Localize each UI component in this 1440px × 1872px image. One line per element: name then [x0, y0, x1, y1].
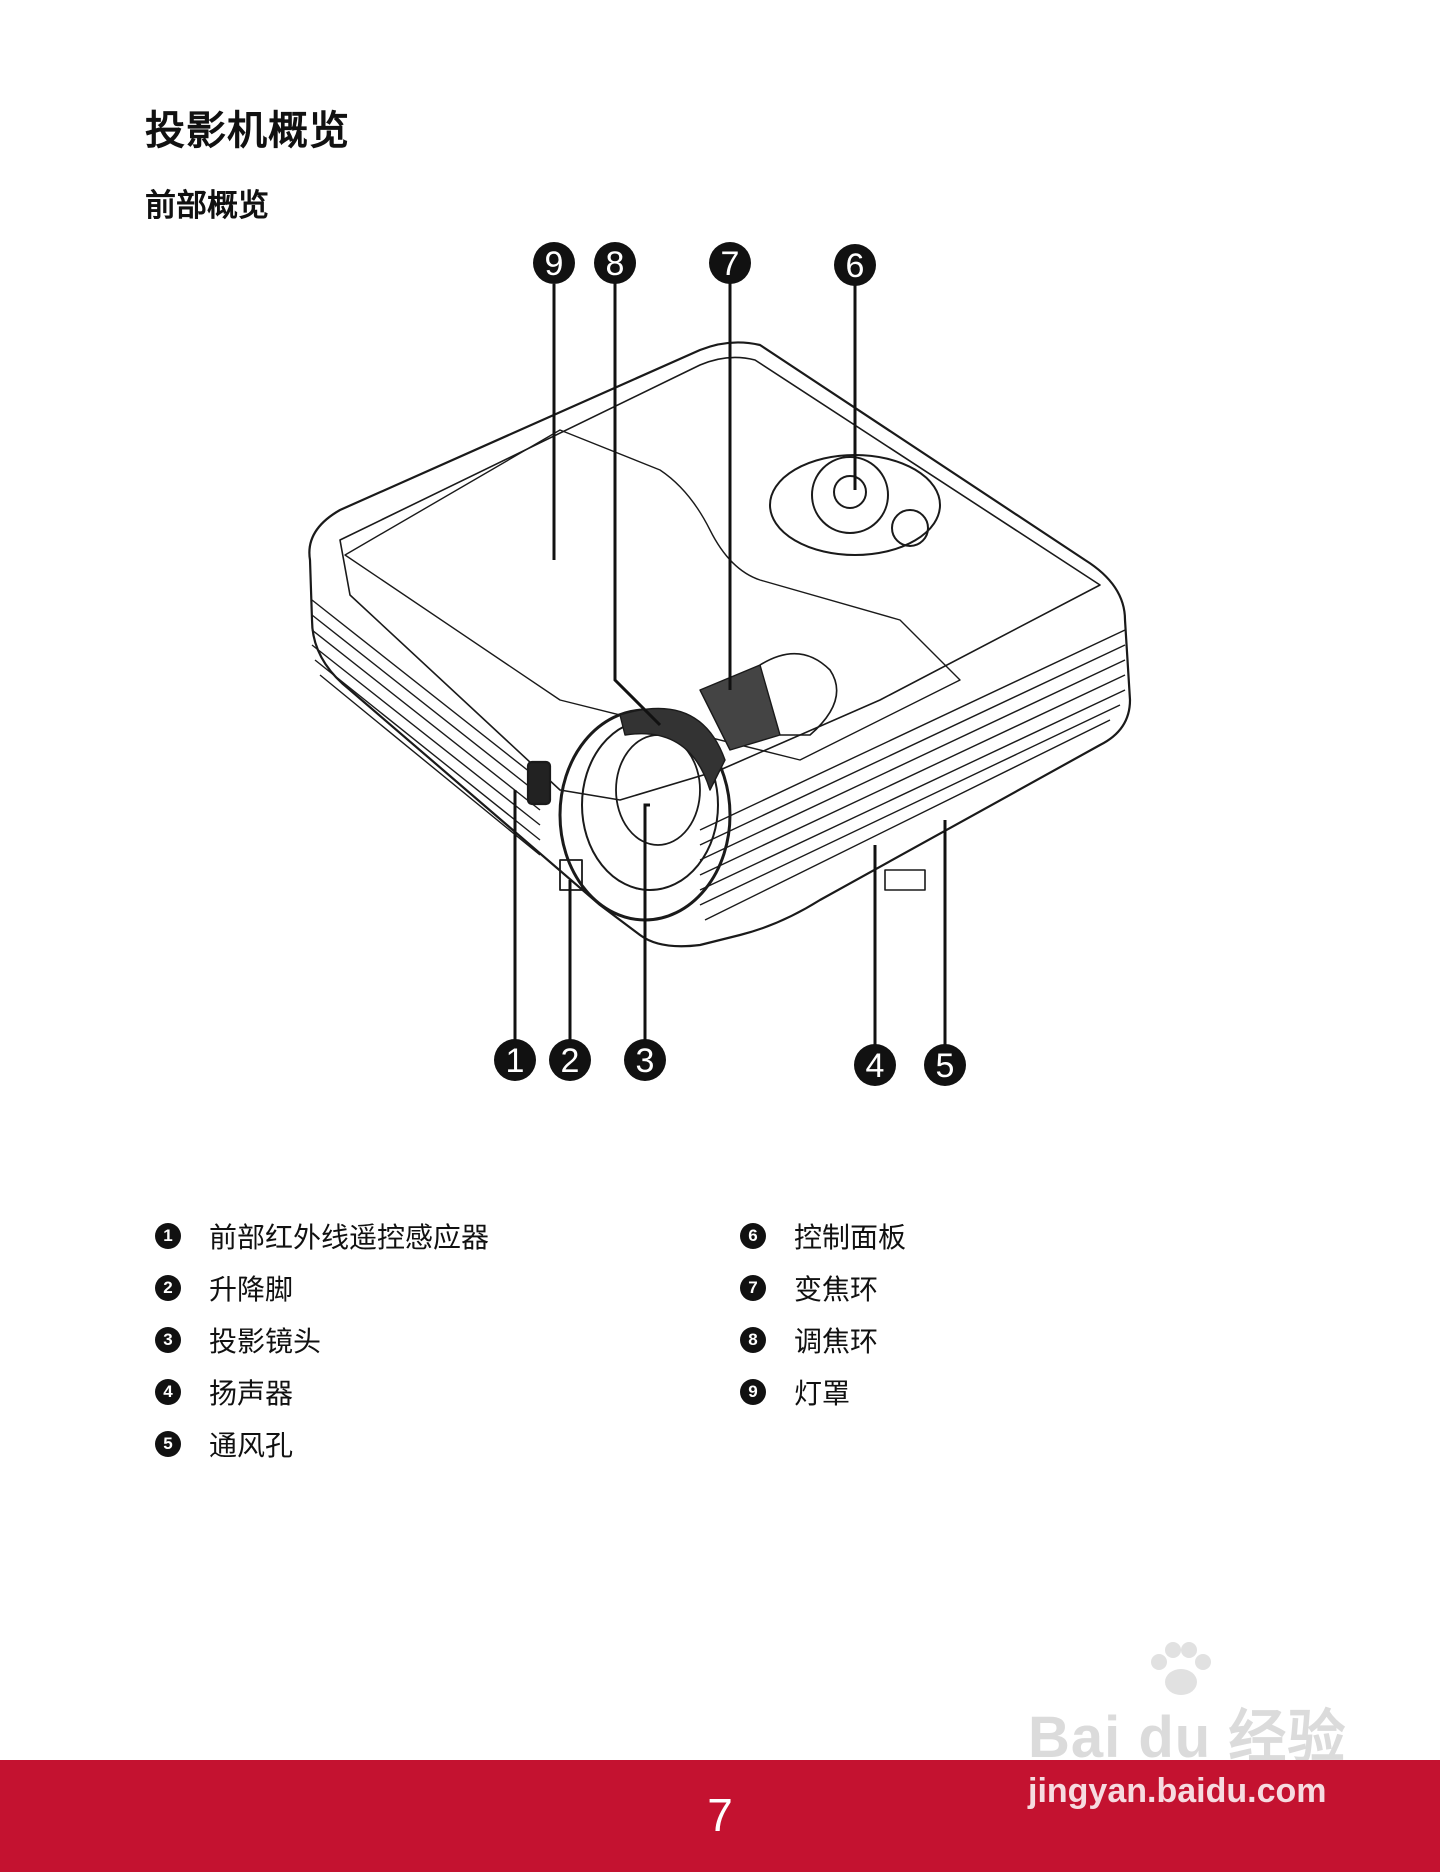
legend-label: 控制面板: [794, 1221, 907, 1254]
page-number: 7: [707, 1789, 733, 1841]
svg-text:7: 7: [721, 245, 740, 283]
legend-label: 调焦环: [794, 1325, 879, 1358]
legend-left: 1 前部红外线遥控感应器 2 升降脚 3 投影镜头 4 扬声器 5 通风孔: [155, 1210, 489, 1470]
callout-5: 5: [924, 1044, 966, 1086]
legend-item: 4 扬声器: [155, 1366, 489, 1418]
lamp-cover-panel: [344, 429, 961, 761]
svg-text:8: 8: [606, 245, 625, 283]
vents-left: [311, 599, 541, 856]
legend-item: 2 升降脚: [155, 1262, 489, 1314]
callout-8: 8: [594, 242, 636, 284]
legend-label: 通风孔: [209, 1429, 294, 1462]
legend-label: 扬声器: [209, 1377, 294, 1410]
svg-text:4: 4: [866, 1047, 885, 1085]
legend-item: 6 控制面板: [740, 1210, 906, 1262]
legend-label: 升降脚: [209, 1273, 294, 1306]
number-badge: 8: [740, 1327, 766, 1353]
legend-label: 前部红外线遥控感应器: [209, 1221, 490, 1254]
callout-badges: 9 8 7 6 1 2 3 4 5: [494, 242, 966, 1086]
top-surface: [339, 356, 1101, 801]
number-badge: 4: [155, 1379, 181, 1405]
number-badge: 1: [155, 1223, 181, 1249]
legend-label: 灯罩: [794, 1377, 851, 1410]
watermark-url: jingyan.baidu.com: [1028, 1772, 1327, 1810]
legend-item: 5 通风孔: [155, 1418, 489, 1470]
projector-diagram: 9 8 7 6 1 2 3 4 5: [308, 242, 1132, 1086]
callout-2: 2: [549, 1039, 591, 1081]
footer-bar: 7: [0, 1760, 1440, 1872]
callout-9: 9: [533, 242, 575, 284]
svg-text:3: 3: [636, 1042, 655, 1080]
svg-text:1: 1: [506, 1042, 525, 1080]
callout-7: 7: [709, 242, 751, 284]
callout-6: 6: [834, 244, 876, 286]
callout-1: 1: [494, 1039, 536, 1081]
number-badge: 7: [740, 1275, 766, 1301]
svg-text:2: 2: [561, 1042, 580, 1080]
legend-item: 9 灯罩: [740, 1366, 906, 1418]
legend-label: 投影镜头: [209, 1325, 322, 1358]
svg-text:6: 6: [846, 247, 865, 285]
legend-item: 3 投影镜头: [155, 1314, 489, 1366]
page-title: 投影机概览: [145, 108, 350, 154]
number-badge: 2: [155, 1275, 181, 1301]
number-badge: 5: [155, 1431, 181, 1457]
control-pad: [811, 456, 889, 534]
legend-item: 8 调焦环: [740, 1314, 906, 1366]
callout-lines: [513, 280, 947, 1045]
paw-watermark-icon: [1151, 1642, 1211, 1695]
vents-right: [699, 629, 1126, 921]
number-badge: 6: [740, 1223, 766, 1249]
section-subtitle: 前部概览: [145, 188, 269, 224]
svg-text:5: 5: [936, 1047, 955, 1085]
watermark-brand: Bai du 经验: [1028, 1705, 1347, 1770]
legend-right: 6 控制面板 7 变焦环 8 调焦环 9 灯罩: [740, 1210, 906, 1418]
legend-item: 1 前部红外线遥控感应器: [155, 1210, 489, 1262]
projector-body: [308, 341, 1132, 948]
legend-label: 变焦环: [794, 1273, 879, 1306]
legend-item: 7 变焦环: [740, 1262, 906, 1314]
callout-4: 4: [854, 1044, 896, 1086]
focus-ring: [619, 707, 726, 791]
number-badge: 3: [155, 1327, 181, 1353]
callout-3: 3: [624, 1039, 666, 1081]
number-badge: 9: [740, 1379, 766, 1405]
ir-sensor: [526, 760, 552, 806]
svg-text:9: 9: [545, 245, 564, 283]
